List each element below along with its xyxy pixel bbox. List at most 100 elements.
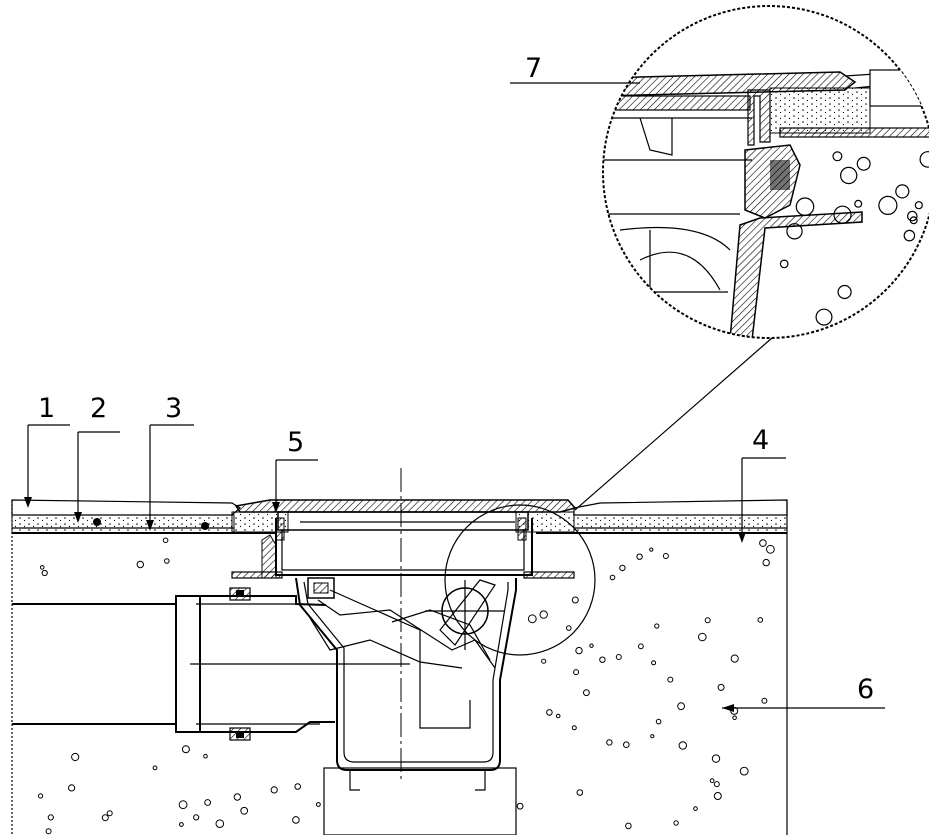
aggregate-pebble	[68, 784, 76, 792]
detail-aggregate-pebble	[856, 156, 871, 171]
aggregate-pebble	[619, 564, 626, 572]
aggregate-pebble	[599, 656, 606, 663]
aggregate-pebble	[546, 709, 553, 716]
aggregate-pebble	[240, 806, 249, 815]
callout-4-label: 4	[752, 425, 769, 456]
aggregate-pebble	[757, 617, 764, 623]
aggregate-pebble	[38, 793, 44, 799]
aggregate-pebble	[203, 753, 208, 759]
aggregate-pebble	[623, 741, 630, 749]
detail-aggregate-pebble	[832, 151, 843, 162]
detail-aggregate-pebble	[903, 229, 916, 242]
drain-body	[231, 468, 577, 835]
aggregate-pebble	[615, 654, 622, 660]
aggregate-pebble	[47, 814, 54, 821]
aggregate-pebble	[589, 643, 594, 648]
aggregate-pebble	[566, 625, 572, 631]
aggregate-pebble	[193, 814, 200, 821]
aggregate-pebble	[677, 702, 685, 711]
aggregate-pebble	[766, 544, 775, 554]
aggregate-pebble	[39, 565, 45, 570]
aggregate-pebble	[650, 734, 655, 739]
aggregate-pebble	[609, 574, 616, 581]
detail-aggregate-pebble	[854, 199, 863, 208]
aggregate-pebble	[152, 765, 158, 771]
callout-1-label: 1	[38, 393, 55, 424]
aggregate-pebble	[571, 725, 577, 731]
aggregate-pebble	[204, 799, 212, 806]
aggregate-pebble	[636, 553, 643, 560]
side-outlet-pipe	[12, 587, 410, 741]
detail-aggregate-pebble	[909, 216, 918, 225]
callout-7-label: 7	[525, 53, 542, 84]
aggregate-pebble	[698, 632, 707, 642]
detail-aggregate-pebble	[895, 184, 910, 199]
aggregate-pebble	[136, 560, 145, 569]
concrete-aggregate	[38, 537, 775, 835]
detail-leader-line	[574, 337, 773, 511]
aggregate-pebble	[606, 739, 613, 746]
aggregate-pebble	[709, 778, 715, 784]
aggregate-pebble	[292, 816, 300, 824]
detail-aggregate-pebble	[900, 280, 919, 300]
aggregate-pebble	[106, 810, 113, 817]
callout-3-label: 3	[165, 393, 182, 424]
aggregate-pebble	[555, 713, 561, 719]
callout-6-label: 6	[857, 674, 874, 705]
detail-marker-circle	[444, 504, 596, 656]
aggregate-pebble	[541, 658, 547, 664]
aggregate-pebble	[573, 669, 580, 676]
aggregate-pebble	[704, 617, 711, 624]
concrete-slab	[11, 500, 788, 835]
aggregate-pebble	[711, 754, 721, 763]
aggregate-pebble	[662, 553, 669, 559]
aggregate-pebble	[233, 793, 242, 801]
detail-aggregate-pebble	[888, 291, 900, 303]
aggregate-pebble	[761, 697, 768, 704]
detail-aggregate-pebble	[908, 258, 925, 276]
aggregate-pebble	[162, 537, 169, 544]
aggregate-pebble	[717, 683, 725, 691]
aggregate-pebble	[759, 539, 767, 547]
detail-aggregate-pebble	[906, 210, 918, 222]
detail-aggregate-pebble	[914, 201, 923, 210]
aggregate-pebble	[730, 654, 739, 663]
aggregate-pebble	[71, 752, 80, 762]
aggregate-pebble	[164, 558, 170, 564]
aggregate-pebble	[215, 819, 225, 829]
aggregate-pebble	[101, 814, 109, 822]
floor-layers	[11, 499, 788, 534]
aggregate-pebble	[576, 789, 584, 796]
aggregate-pebble	[316, 802, 321, 807]
aggregate-pebble	[673, 820, 679, 826]
detail-aggregate-pebble	[901, 307, 910, 316]
callout-2-label: 2	[90, 393, 107, 424]
aggregate-pebble	[583, 689, 590, 697]
callouts: 1 2 3 5 4 6 7	[24, 53, 885, 712]
aggregate-pebble	[739, 766, 749, 776]
aggregate-pebble	[575, 646, 583, 655]
detail-aggregate-pebble	[919, 151, 929, 168]
detail-aggregate-pebble	[815, 308, 833, 326]
aggregate-pebble	[713, 792, 722, 800]
detail-aggregate-pebble	[914, 296, 925, 308]
aggregate-pebble	[181, 745, 190, 754]
aggregate-pebble	[638, 643, 644, 650]
magnified-detail	[602, 5, 929, 339]
aggregate-pebble	[651, 660, 657, 666]
aggregate-pebble	[294, 783, 302, 790]
aggregate-pebble	[649, 547, 654, 552]
aggregate-pebble	[713, 781, 720, 788]
aggregate-pebble	[45, 828, 52, 835]
aggregate-pebble	[270, 786, 278, 794]
detail-aggregate-pebble	[914, 275, 927, 288]
detail-aggregate-pebble	[878, 195, 898, 215]
aggregate-pebble	[667, 676, 674, 683]
aggregate-pebble	[654, 623, 660, 629]
aggregate-pebble	[527, 614, 537, 624]
aggregate-pebble	[732, 715, 737, 721]
detail-aggregate-pebble	[840, 166, 858, 185]
aggregate-pebble	[178, 800, 188, 810]
detail-aggregate-pebble	[863, 309, 879, 325]
